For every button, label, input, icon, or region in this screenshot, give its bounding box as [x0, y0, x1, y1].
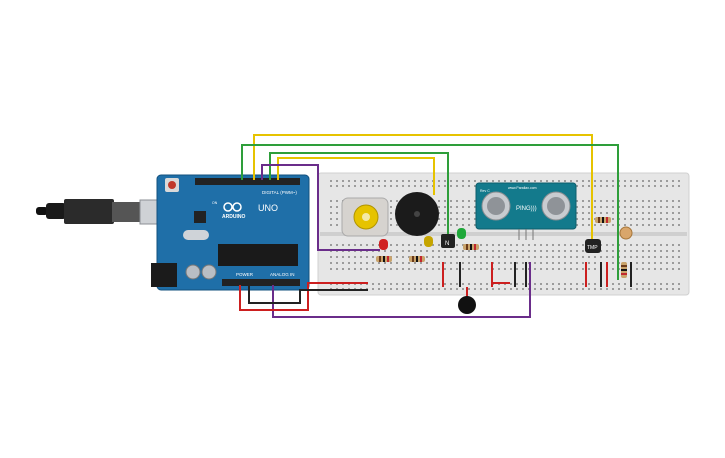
temperature-sensor[interactable]: TMP: [585, 239, 601, 253]
wire-purple-motor[interactable]: [272, 262, 531, 318]
resistor-3[interactable]: [463, 244, 479, 250]
green-led[interactable]: [457, 228, 466, 239]
piezo-buzzer[interactable]: [395, 192, 439, 236]
photoresistor[interactable]: [619, 226, 633, 240]
wire-yellow-ping[interactable]: [253, 134, 593, 245]
digital-header-label: DIGITAL (PWM~): [262, 190, 297, 195]
transistor-label: N: [445, 241, 449, 247]
wire-black-gnd[interactable]: [248, 285, 368, 304]
wire-purple-led[interactable]: [261, 164, 380, 251]
usb-cable[interactable]: [36, 199, 163, 225]
wire-green-transistor[interactable]: [269, 152, 449, 237]
resistor-2[interactable]: [409, 256, 425, 262]
arduino-logo-text: ARDUINO: [222, 214, 245, 220]
power-header-label: POWER: [236, 272, 254, 277]
resistor-5[interactable]: [621, 262, 627, 278]
power-analog-header[interactable]: [222, 279, 300, 286]
ultrasonic-top-text: www.Parallax.com: [508, 186, 537, 190]
ultrasonic-sensor[interactable]: PING))) www.Parallax.com Rev C: [475, 182, 577, 240]
yellow-led[interactable]: [424, 236, 433, 247]
wire-green-ping[interactable]: [241, 144, 619, 280]
wires[interactable]: [239, 134, 632, 318]
resistor-1[interactable]: [376, 256, 392, 262]
power-jack[interactable]: [151, 263, 177, 287]
arduino-logo-icon: [223, 202, 242, 212]
npn-transistor[interactable]: N: [441, 234, 455, 248]
dc-motor[interactable]: [341, 197, 389, 237]
arduino-board[interactable]: DIGITAL (PWM~) POWER ANALOG IN ARDUINO U…: [151, 174, 310, 291]
digital-header[interactable]: [195, 178, 300, 185]
red-led[interactable]: [379, 239, 388, 250]
wire-red-5v[interactable]: [239, 282, 368, 311]
resistor-4[interactable]: [595, 217, 611, 223]
atmega-chip: [218, 244, 298, 266]
ultrasonic-label: PING))): [516, 206, 537, 212]
temp-sensor-label: TMP: [587, 245, 598, 251]
vibration-motor[interactable]: [458, 287, 476, 314]
wire-yellow-buzzer[interactable]: [277, 157, 435, 195]
ultrasonic-rev-text: Rev C: [480, 189, 490, 193]
analog-header-label: ANALOG IN: [270, 272, 295, 277]
on-led-label: ON: [212, 201, 218, 205]
arduino-model-label: UNO: [258, 203, 278, 213]
